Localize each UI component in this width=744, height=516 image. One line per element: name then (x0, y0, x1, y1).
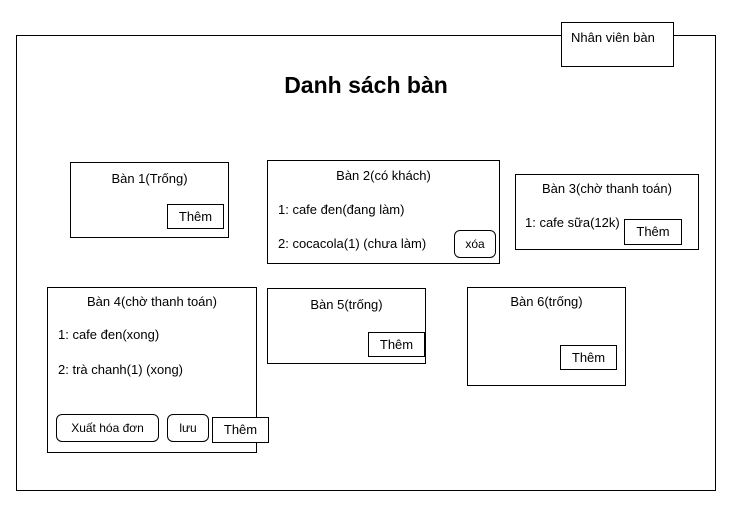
table-1-title: Bàn 1(Trống) (111, 171, 188, 186)
table-5-add-button[interactable]: Thêm (368, 332, 425, 357)
table-card-4[interactable]: Bàn 4(chờ thanh toán) 1: cafe đen(xong) … (47, 287, 257, 453)
table-4-add-button[interactable]: Thêm (212, 417, 269, 443)
page-title: Danh sách bàn (284, 72, 448, 98)
table-card-3[interactable]: Bàn 3(chờ thanh toán) 1: cafe sữa(12k) T… (515, 174, 699, 250)
table-4-order-item-2: 2: trà chanh(1) (xong) (58, 362, 184, 377)
table-6-add-button[interactable]: Thêm (560, 345, 617, 370)
table-card-1[interactable]: Bàn 1(Trống) Thêm (70, 162, 229, 238)
staff-role-label[interactable]: Nhân viên bàn (561, 22, 674, 67)
table-2-order-item-2: 2: cocacola(1) (chưa làm) (278, 236, 427, 251)
table-4-save-button[interactable]: lưu (167, 414, 209, 442)
table-card-5[interactable]: Bàn 5(trống) Thêm (267, 288, 426, 364)
table-4-order-item-1: 1: cafe đen(xong) (58, 327, 160, 342)
table-3-add-button[interactable]: Thêm (624, 219, 682, 245)
table-3-order-item-1: 1: cafe sữa(12k) (525, 215, 620, 230)
table-2-delete-button[interactable]: xóa (454, 230, 496, 258)
table-card-2[interactable]: Bàn 2(có khách) 1: cafe đen(đang làm) 2:… (267, 160, 500, 264)
table-4-title: Bàn 4(chờ thanh toán) (87, 294, 217, 309)
table-card-6[interactable]: Bàn 6(trống) Thêm (467, 287, 626, 386)
table-1-add-button[interactable]: Thêm (167, 204, 224, 229)
table-5-title: Bàn 5(trống) (310, 297, 383, 312)
table-2-title: Bàn 2(có khách) (336, 168, 431, 183)
table-4-invoice-button[interactable]: Xuất hóa đơn (56, 414, 159, 442)
table-3-title: Bàn 3(chờ thanh toán) (542, 181, 672, 196)
table-6-title: Bàn 6(trống) (510, 294, 583, 309)
table-2-order-item-1: 1: cafe đen(đang làm) (278, 202, 405, 217)
